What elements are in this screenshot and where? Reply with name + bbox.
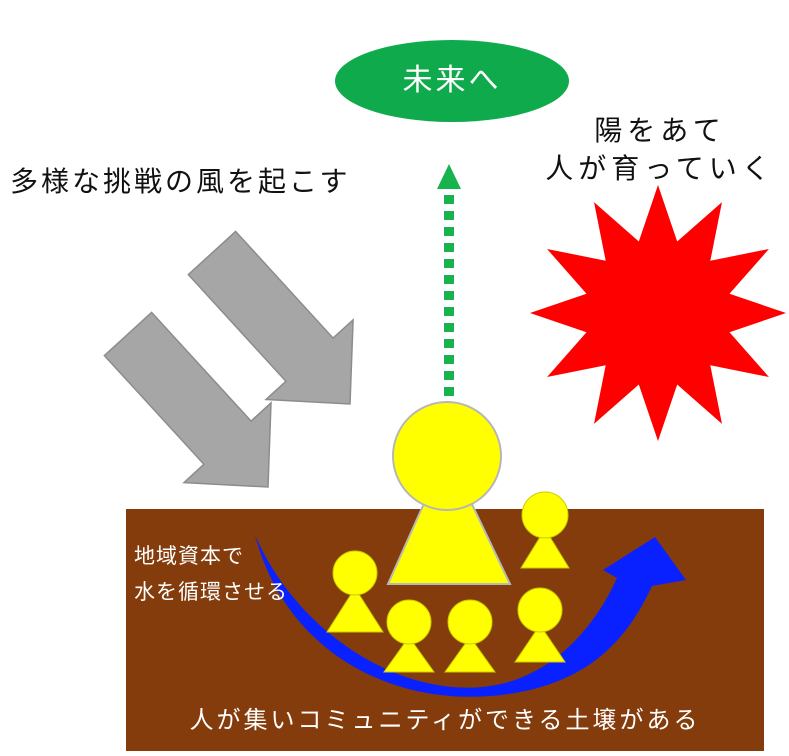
small-person-head [517,587,563,633]
small-person-head [386,599,432,645]
sun-core [594,249,722,377]
large-person-head [392,401,502,511]
small-person-body [520,528,570,569]
wind-arrow-upper [187,230,354,405]
small-person-figure [444,599,496,673]
small-person-body [444,636,496,673]
soil-caption: 人が集いコミュニティができる土壌がある [189,706,701,734]
small-person-head [521,491,569,539]
small-person-figure [326,550,384,633]
future-bubble [335,40,569,122]
small-person-figure [520,491,570,569]
future-label: 未来へ [402,63,502,98]
capital-caption: 地域資本で 水を循環させる [134,538,288,610]
small-person-body [514,624,566,663]
water-circulation-path [255,535,686,697]
small-person-body [326,587,384,633]
sun-icon [530,185,786,441]
wind-arrow-lower [103,311,272,488]
sun-caption-line-1: 陽をあて [594,114,726,147]
large-person-figure [386,401,512,585]
water-circulation-arrow [255,535,686,697]
sun-caption-line-2: 人が育っていく [545,152,775,185]
sun-caption: 陽をあて 人が育っていく [530,112,789,188]
small-person-body [383,636,435,673]
capital-caption-line-1: 地域資本で [134,544,244,568]
small-person-head [447,599,493,645]
small-person-figure [514,587,566,663]
small-people-group [326,491,570,673]
wind-caption: 多様な挑戦の風を起こす [10,165,351,198]
future-arrow-head [437,164,461,189]
capital-caption-line-2: 水を循環させる [134,580,288,604]
large-person-body [386,449,512,585]
wind-arrows [103,230,354,488]
small-person-figure [383,599,435,673]
small-person-head [332,550,378,596]
